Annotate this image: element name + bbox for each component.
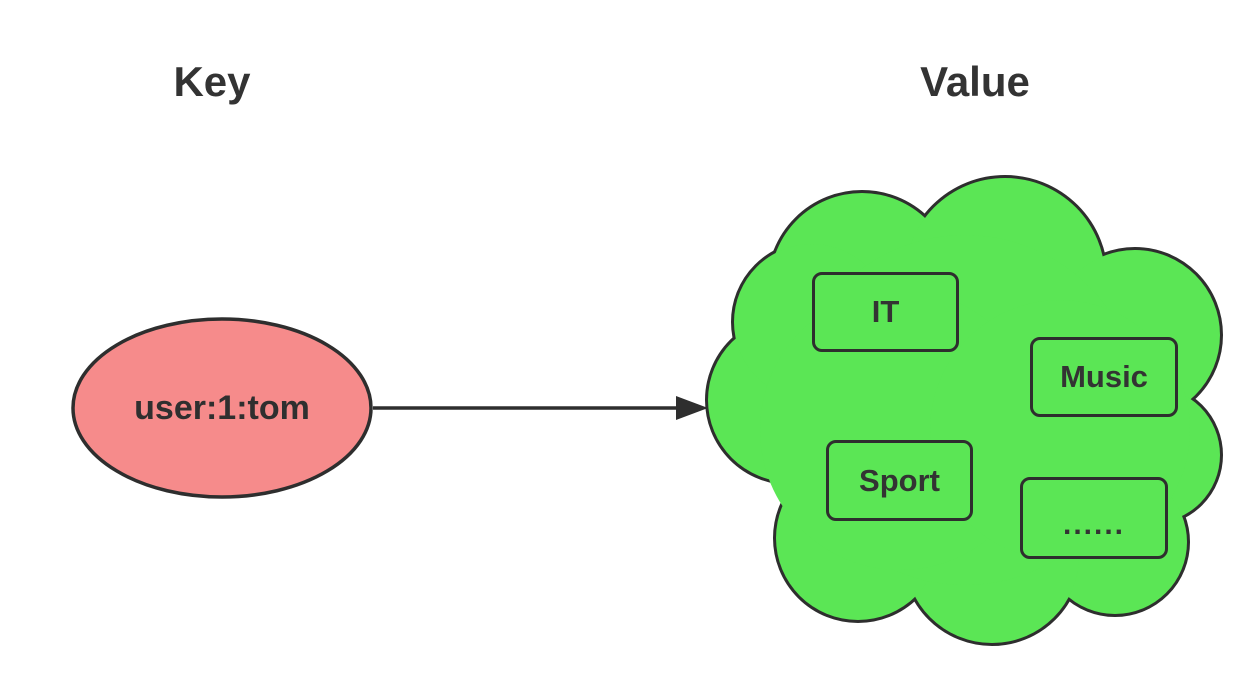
value-item-ellipsis: ...... — [1020, 477, 1168, 559]
arrow-head-icon — [676, 396, 708, 420]
key-node-label: user:1:tom — [134, 388, 310, 427]
value-heading: Value — [920, 58, 1030, 105]
value-item-sport: Sport — [826, 440, 973, 521]
value-item-music: Music — [1030, 337, 1178, 417]
value-item-it: IT — [812, 272, 959, 352]
key-heading: Key — [173, 58, 251, 105]
key-ellipse-shape — [71, 317, 373, 499]
